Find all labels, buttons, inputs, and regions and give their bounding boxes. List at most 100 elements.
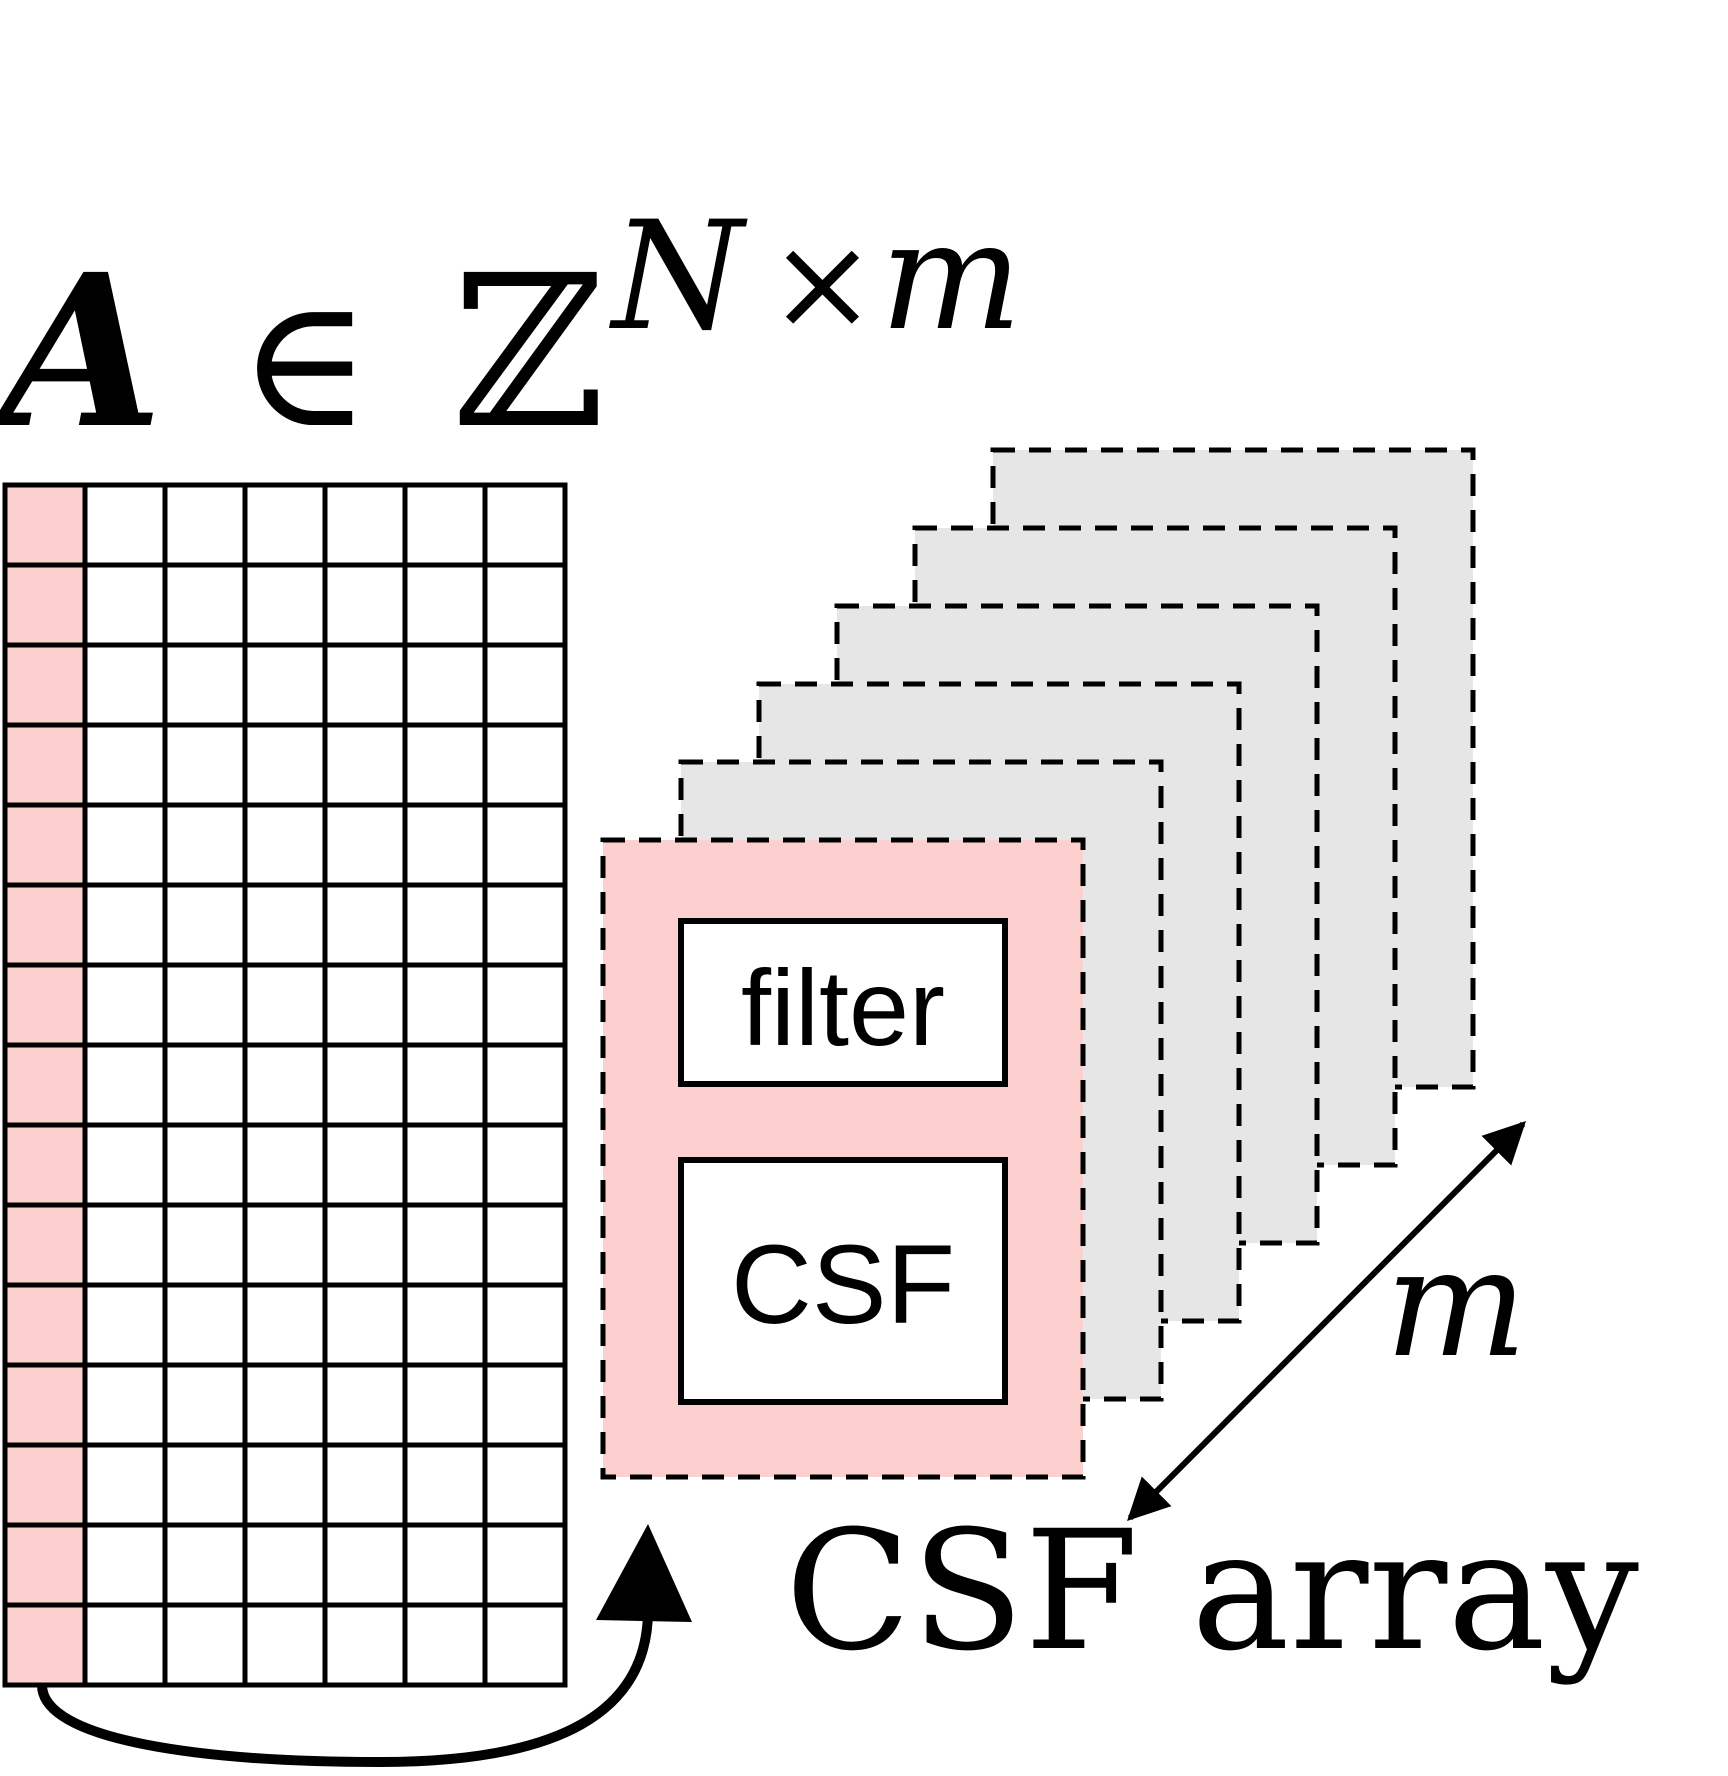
formula-exponent-m: m xyxy=(880,190,1022,364)
matrix-highlight-cell xyxy=(2,1522,88,1608)
matrix-cell xyxy=(482,482,568,568)
matrix-cell xyxy=(162,802,248,888)
matrix-cell xyxy=(242,1042,328,1128)
matrix-cell xyxy=(162,1282,248,1368)
stack-dimension-arrow xyxy=(1127,1121,1526,1521)
stack-dimension-label: m xyxy=(1385,1217,1527,1391)
matrix-cell xyxy=(482,1202,568,1288)
formula-exponent-times: × xyxy=(768,207,877,359)
matrix-highlight-cell xyxy=(2,1042,88,1128)
matrix-cell xyxy=(162,1602,248,1688)
matrix-cell xyxy=(482,962,568,1048)
matrix-cell xyxy=(242,962,328,1048)
matrix-highlight-cell xyxy=(2,1282,88,1368)
matrix-cell xyxy=(402,1042,488,1128)
matrix-cell xyxy=(402,962,488,1048)
matrix-cell xyxy=(82,482,168,568)
matrix-cell xyxy=(162,1442,248,1528)
matrix-highlight-cell xyxy=(2,482,88,568)
matrix-cell xyxy=(482,1362,568,1448)
matrix-cell xyxy=(402,562,488,648)
matrix-cell xyxy=(242,642,328,728)
matrix-cell xyxy=(82,562,168,648)
matrix-cell xyxy=(82,722,168,808)
matrix-cell xyxy=(482,1442,568,1528)
matrix-cell xyxy=(162,1202,248,1288)
matrix-cell xyxy=(242,1122,328,1208)
matrix-cell xyxy=(482,722,568,808)
matrix-highlight-cell xyxy=(2,882,88,968)
matrix-cell xyxy=(402,1522,488,1608)
matrix-cell xyxy=(82,1282,168,1368)
matrix-cell xyxy=(242,1522,328,1608)
matrix-cell xyxy=(482,1042,568,1128)
matrix-cell xyxy=(402,1282,488,1368)
matrix-cell xyxy=(162,722,248,808)
matrix-cell xyxy=(482,802,568,888)
filter-box xyxy=(678,918,1008,1087)
matrix-cell xyxy=(242,482,328,568)
matrix-cell xyxy=(82,962,168,1048)
matrix-cell xyxy=(402,482,488,568)
matrix-cell xyxy=(162,1362,248,1448)
matrix-cell xyxy=(402,1362,488,1448)
matrix-highlight-cell xyxy=(2,1362,88,1448)
matrix-cell xyxy=(162,1042,248,1128)
matrix-cell xyxy=(322,1122,408,1208)
matrix-cell xyxy=(402,1602,488,1688)
matrix-cell xyxy=(82,1362,168,1448)
matrix-cell xyxy=(402,802,488,888)
formula-var: A xyxy=(0,228,163,475)
matrix-cell xyxy=(242,722,328,808)
matrix-highlight-cell xyxy=(2,1602,88,1688)
matrix-highlight-cell xyxy=(2,1202,88,1288)
matrix-cell xyxy=(82,1202,168,1288)
matrix-cell xyxy=(242,1362,328,1448)
column-to-card-arrow xyxy=(37,1609,653,1768)
matrix-cell xyxy=(482,882,568,968)
matrix-cell xyxy=(482,1282,568,1368)
matrix-cell xyxy=(322,722,408,808)
matrix-cell xyxy=(402,1122,488,1208)
matrix-cell xyxy=(162,1122,248,1208)
matrix-highlight-cell xyxy=(2,1442,88,1528)
filter-label: filter xyxy=(741,947,945,1068)
matrix-cell xyxy=(402,1442,488,1528)
matrix-cell xyxy=(322,1522,408,1608)
matrix-cell xyxy=(322,1282,408,1368)
matrix-cell xyxy=(162,562,248,648)
matrix-cell xyxy=(162,482,248,568)
matrix-cell xyxy=(242,562,328,648)
matrix-cell xyxy=(322,1042,408,1128)
csf-box xyxy=(678,1157,1008,1405)
matrix-cell xyxy=(322,802,408,888)
matrix-cell xyxy=(242,1602,328,1688)
matrix-cell xyxy=(82,882,168,968)
matrix-cell xyxy=(322,1602,408,1688)
matrix-cell xyxy=(482,1122,568,1208)
matrix-cell xyxy=(322,482,408,568)
matrix-cell xyxy=(242,1282,328,1368)
formula-integer-set: ℤ xyxy=(452,230,605,475)
matrix-highlight-cell xyxy=(2,1122,88,1208)
matrix-cell xyxy=(242,802,328,888)
matrix-cell xyxy=(402,882,488,968)
matrix-cell xyxy=(82,642,168,728)
matrix-cell xyxy=(242,882,328,968)
front-card: filter CSF xyxy=(600,837,1086,1480)
matrix-cell xyxy=(242,1202,328,1288)
matrix-cell xyxy=(82,1122,168,1208)
formula-exponent-n: N xyxy=(609,190,748,364)
matrix-cell xyxy=(482,642,568,728)
matrix-cell xyxy=(322,962,408,1048)
matrix-cell xyxy=(162,882,248,968)
matrix-cell xyxy=(402,722,488,808)
matrix-cell xyxy=(322,882,408,968)
matrix-cell xyxy=(322,1202,408,1288)
matrix-cell xyxy=(82,802,168,888)
matrix-cell xyxy=(322,642,408,728)
matrix-cell xyxy=(322,1442,408,1528)
matrix-cell xyxy=(322,562,408,648)
matrix-cell xyxy=(402,1202,488,1288)
